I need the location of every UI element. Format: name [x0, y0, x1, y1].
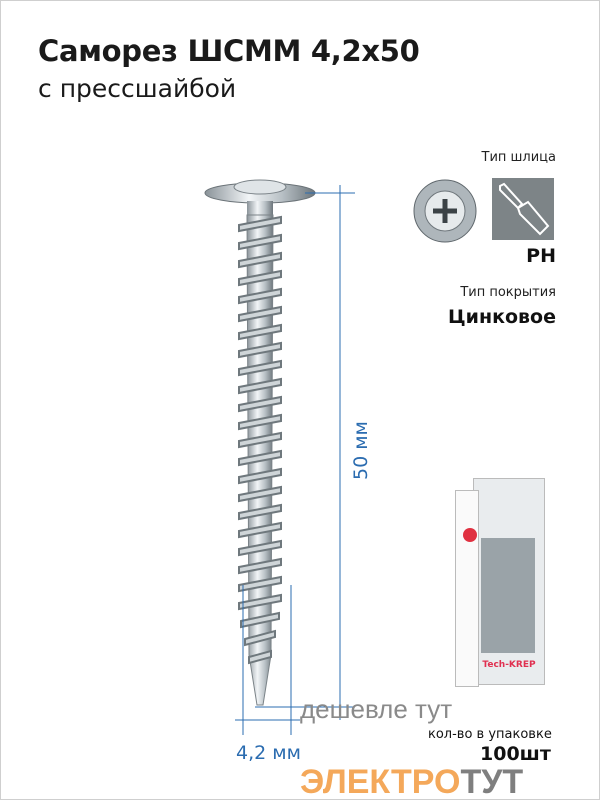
slot-type-label: Тип шлица [481, 150, 557, 165]
product-title: Саморез ШСММ 4,2x50 [38, 34, 420, 68]
screwdriver-icon [492, 178, 554, 240]
coating-value: Цинковое [448, 306, 556, 328]
package-box-image: Tech-KREP [455, 478, 547, 693]
screw-image [204, 179, 355, 735]
screw-head-image [413, 179, 477, 243]
coating-label: Тип покрытия [460, 285, 556, 300]
quantity-label: кол-во в упаковке [428, 727, 552, 742]
quantity-value: 100шт [480, 743, 551, 765]
brand-label: Tech-KREP [482, 660, 536, 670]
slot-type-value: PH [526, 245, 556, 267]
diameter-dimension: 4,2 мм [236, 742, 301, 764]
watermark-logo: ЭЛЕКТРОТУТ [300, 765, 523, 799]
watermark-logo-part2: О [434, 763, 461, 801]
product-subtitle: с прессшайбой [38, 74, 237, 103]
watermark-tagline: дешевле тут [300, 694, 453, 724]
watermark-logo-part1: ЭЛЕКТР [300, 763, 435, 801]
watermark-logo-part3: ТУТ [460, 763, 524, 801]
length-dimension: 50 мм [350, 421, 372, 480]
